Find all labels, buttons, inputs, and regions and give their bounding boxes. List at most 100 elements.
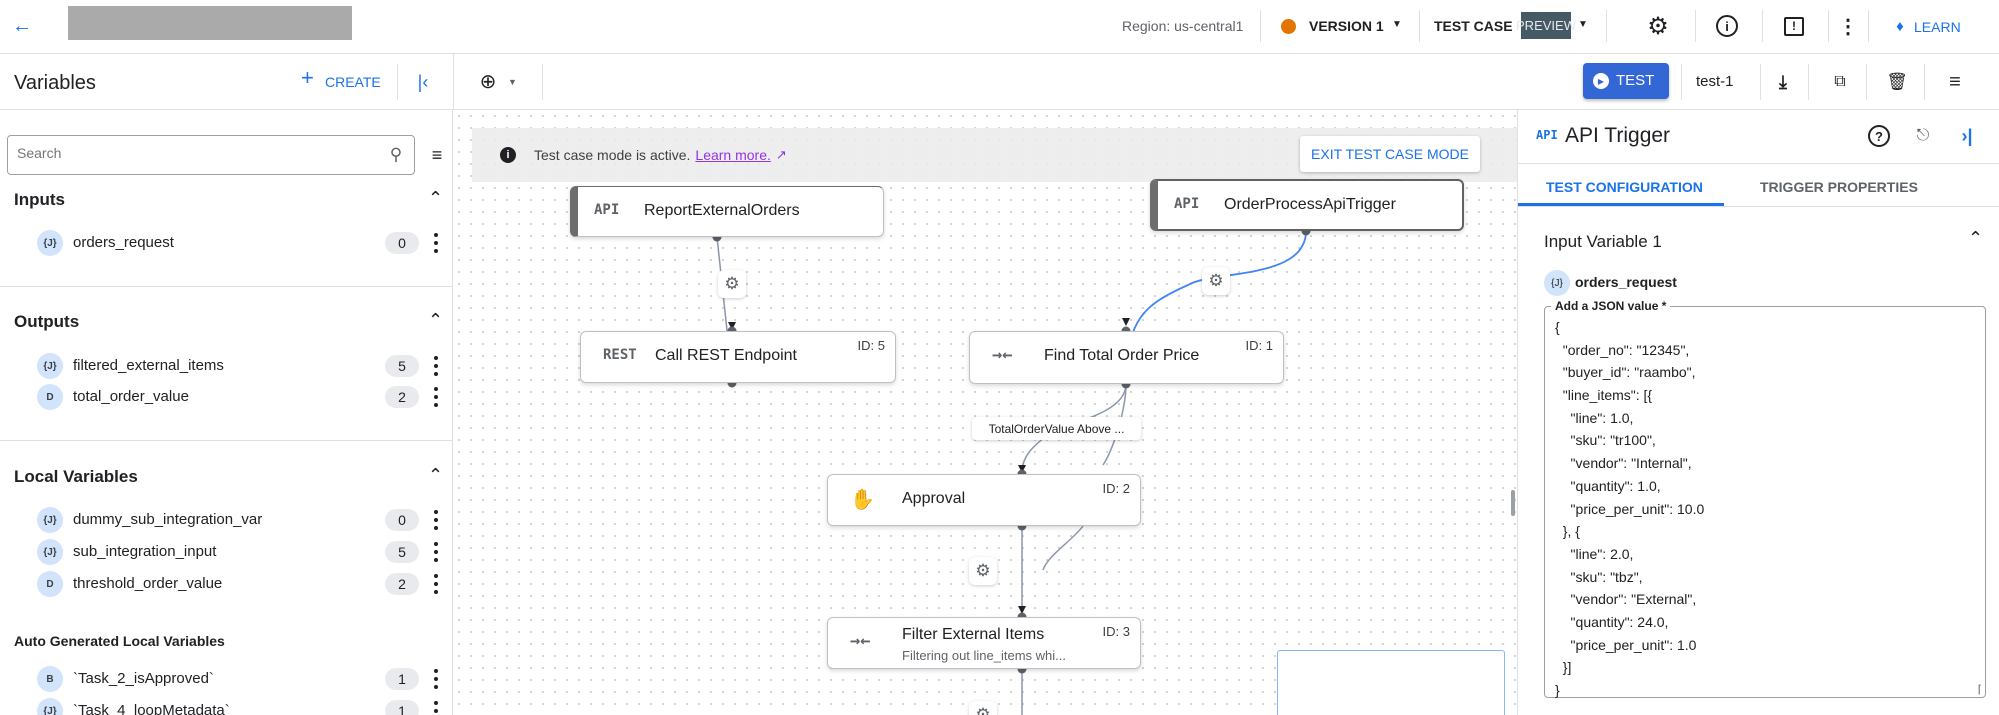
usage-count: 1: [385, 668, 419, 690]
info-icon: i: [500, 147, 516, 163]
chevron-down-icon: ▼: [508, 77, 517, 87]
tab-label: TEST CONFIGURATION: [1546, 179, 1703, 195]
feedback-icon[interactable]: !: [1780, 12, 1808, 40]
chevron-up-icon[interactable]: ⌃: [1968, 228, 1984, 248]
section-title-auto-generated: Auto Generated Local Variables: [14, 633, 225, 649]
json-line: "line": 2.0,: [1555, 545, 1634, 562]
back-arrow-icon[interactable]: ←: [12, 14, 32, 37]
node-order-process-api-trigger[interactable]: API OrderProcessApiTrigger: [1150, 179, 1464, 231]
more-vert-icon[interactable]: [428, 667, 444, 691]
gear-icon[interactable]: ⚙: [718, 270, 746, 298]
json-line: "vendor": "External",: [1555, 591, 1697, 608]
more-vert-icon[interactable]: [428, 508, 444, 532]
json-type-icon: {J}: [37, 353, 63, 379]
minimap[interactable]: [1277, 650, 1505, 715]
gear-icon[interactable]: ⚙: [969, 701, 997, 715]
variable-name: `Task_2_isApproved`: [73, 670, 214, 687]
collapse-right-icon[interactable]: ›|: [1961, 125, 1973, 146]
chevron-down-icon: ▼: [1578, 19, 1588, 30]
chevron-up-icon[interactable]: ⌃: [428, 188, 444, 208]
hand-icon: ✋: [850, 487, 875, 511]
exit-test-case-mode-button[interactable]: EXIT TEST CASE MODE: [1300, 136, 1480, 172]
info-icon[interactable]: i: [1713, 12, 1741, 40]
json-type-icon: {J}: [37, 539, 63, 565]
double-type-icon: D: [37, 571, 63, 597]
preview-badge: PREVIEW: [1516, 12, 1576, 39]
tab-test-configuration[interactable]: TEST CONFIGURATION: [1518, 164, 1724, 206]
chevron-up-icon[interactable]: ⌃: [428, 465, 444, 485]
more-vert-icon[interactable]: [428, 572, 444, 596]
json-line: "price_per_unit": 1.0: [1555, 636, 1697, 653]
node-title: ReportExternalOrders: [644, 202, 800, 219]
variable-row[interactable]: {J} `Task_4_loopMetadata` 1: [0, 696, 452, 715]
json-type-icon: {J}: [1544, 270, 1570, 296]
api-icon: API: [1536, 128, 1558, 142]
variable-name: orders_request: [1575, 274, 1677, 290]
resize-grip-icon[interactable]: ⌈: [1977, 684, 1982, 696]
help-icon[interactable]: ?: [1868, 125, 1890, 147]
node-subtitle: Filtering out line_items whi...: [902, 648, 1067, 663]
json-line: "order_no": "12345",: [1555, 341, 1690, 358]
active-tab-indicator: [1518, 203, 1724, 206]
variable-row[interactable]: {J} orders_request 0: [0, 228, 452, 258]
gear-icon[interactable]: ⚙: [1202, 267, 1230, 295]
panel-resize-handle[interactable]: [1511, 490, 1515, 516]
variable-row[interactable]: B `Task_2_isApproved` 1: [0, 664, 452, 694]
collapse-left-icon[interactable]: |‹: [417, 71, 429, 92]
variable-row[interactable]: {J} dummy_sub_integration_var 0: [0, 505, 452, 535]
test-button[interactable]: ▶ TEST: [1583, 63, 1669, 99]
copy-icon[interactable]: ⧉: [1834, 73, 1846, 90]
node-report-external-orders[interactable]: API ReportExternalOrders: [570, 186, 884, 237]
region-label: Region: us-central1: [1122, 18, 1244, 34]
search-input[interactable]: [17, 145, 367, 161]
chevron-down-icon: ▼: [1392, 19, 1402, 30]
node-filter-external-items[interactable]: →← Filter External Items Filtering out l…: [827, 617, 1141, 669]
sort-filter-icon[interactable]: ≡: [431, 144, 443, 165]
usage-count: 1: [385, 700, 419, 715]
banner-message: Test case mode is active. Learn more. ↗: [534, 146, 787, 164]
divider: [0, 440, 452, 441]
json-content[interactable]: { "order_no": "12345", "buyer_id": "raam…: [1555, 316, 1704, 702]
json-value-textarea[interactable]: Add a JSON value * { "order_no": "12345"…: [1544, 299, 1986, 698]
json-line: "buyer_id": "raambo",: [1555, 364, 1696, 381]
integration-canvas[interactable]: i Test case mode is active. Learn more. …: [453, 110, 1517, 715]
variable-row[interactable]: {J} sub_integration_input 5: [0, 537, 452, 567]
more-vert-icon[interactable]: [428, 354, 444, 378]
toolbar: Variables + CREATE |‹ ⊕ ▼ ▶ TEST test-1 …: [0, 54, 1999, 110]
download-icon[interactable]: ⤓: [1779, 71, 1787, 92]
delete-icon[interactable]: 🗑: [1886, 72, 1908, 91]
search-icon[interactable]: ⚲: [389, 145, 403, 164]
more-vert-icon[interactable]: [428, 540, 444, 564]
more-vert-icon[interactable]: [428, 699, 444, 715]
node-find-total-order-price[interactable]: →← Find Total Order Price ID: 1: [969, 331, 1284, 384]
variable-row[interactable]: {J} filtered_external_items 5: [0, 351, 452, 381]
node-approval[interactable]: ✋ Approval ID: 2: [827, 474, 1141, 526]
test-case-name[interactable]: test-1: [1696, 73, 1734, 90]
gear-icon[interactable]: ⚙: [969, 557, 997, 585]
learn-more-link[interactable]: Learn more.: [695, 147, 771, 163]
node-id: ID: 5: [857, 338, 885, 353]
version-status-dot: [1281, 19, 1296, 34]
chevron-up-icon[interactable]: ⌃: [428, 310, 444, 330]
gear-icon[interactable]: ⚙: [1647, 12, 1669, 40]
list-icon[interactable]: ≡: [1949, 70, 1961, 93]
learn-icon: ♦: [1896, 17, 1904, 35]
play-icon: ▶: [1593, 73, 1609, 89]
variable-name: filtered_external_items: [73, 357, 224, 374]
search-field[interactable]: ⚲: [7, 135, 415, 175]
variable-row[interactable]: D threshold_order_value 2: [0, 569, 452, 599]
data-mapping-icon: →←: [992, 345, 1013, 365]
usage-count: 2: [385, 386, 419, 408]
tab-trigger-properties[interactable]: TRIGGER PROPERTIES: [1724, 164, 1924, 206]
variable-row[interactable]: D total_order_value 2: [0, 382, 452, 412]
json-line: }: [1555, 682, 1560, 698]
variables-title: Variables: [14, 72, 96, 94]
pin-icon[interactable]: ⎋: [1916, 127, 1930, 144]
more-vert-icon[interactable]: ⋮: [1838, 15, 1858, 38]
usage-count: 0: [385, 232, 419, 254]
more-vert-icon[interactable]: [428, 385, 444, 409]
edge-condition-label[interactable]: TotalOrderValue Above ...: [972, 417, 1141, 440]
node-call-rest-endpoint[interactable]: REST Call REST Endpoint ID: 5: [580, 331, 896, 383]
more-vert-icon[interactable]: [428, 231, 444, 255]
learn-label: LEARN: [1914, 19, 1961, 35]
